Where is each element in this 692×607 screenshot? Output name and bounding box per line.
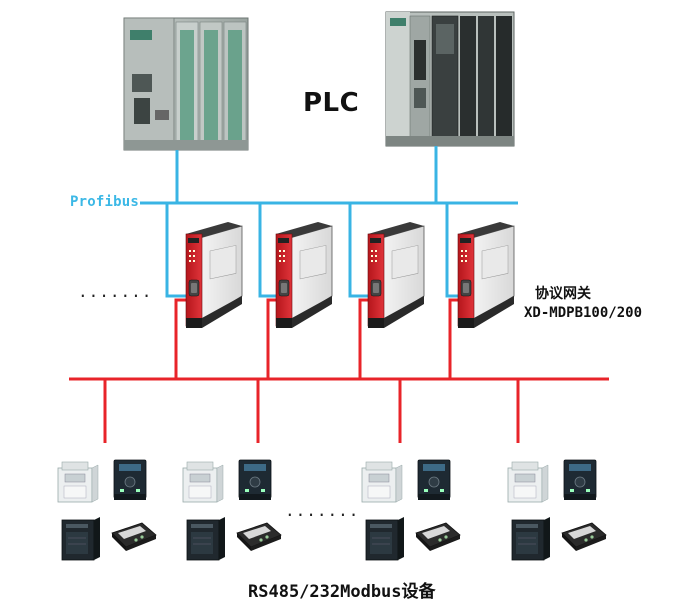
device-group-1	[57, 459, 157, 561]
plc-label: PLC	[303, 88, 360, 118]
controller-icon	[111, 522, 157, 552]
meter-icon	[57, 461, 99, 503]
gateway-3-icon	[367, 221, 425, 329]
rs485-bus	[69, 298, 609, 443]
drive-icon	[186, 516, 226, 561]
gateway-name-label: 协议网关	[535, 286, 591, 302]
gateway-2-icon	[275, 221, 333, 329]
device-group-2	[182, 459, 282, 561]
gateway-4-icon	[457, 221, 515, 329]
profibus-bus	[140, 146, 518, 298]
profibus-label: Profibus	[70, 194, 140, 210]
ellipsis-devices: .......	[285, 501, 360, 520]
meter-icon	[507, 461, 549, 503]
inverter-icon	[563, 459, 597, 501]
inverter-icon	[238, 459, 272, 501]
ellipsis-gateways: .......	[78, 282, 153, 301]
inverter-icon	[417, 459, 451, 501]
plc-s7-400-icon	[385, 11, 515, 147]
meter-icon	[182, 461, 224, 503]
drive-icon	[61, 516, 101, 561]
drive-icon	[365, 516, 405, 561]
device-group-4	[507, 459, 607, 561]
devices-caption: RS485/232Modbus设备	[248, 582, 436, 602]
drive-icon	[511, 516, 551, 561]
inverter-icon	[113, 459, 147, 501]
device-group-3	[361, 459, 461, 561]
gateway-1-icon	[185, 221, 243, 329]
controller-icon	[415, 522, 461, 552]
gateway-model-label: XD-MDPB100/200	[524, 305, 643, 321]
controller-icon	[236, 522, 282, 552]
meter-icon	[361, 461, 403, 503]
controller-icon	[561, 522, 607, 552]
plc-s7-300-icon	[123, 17, 249, 151]
